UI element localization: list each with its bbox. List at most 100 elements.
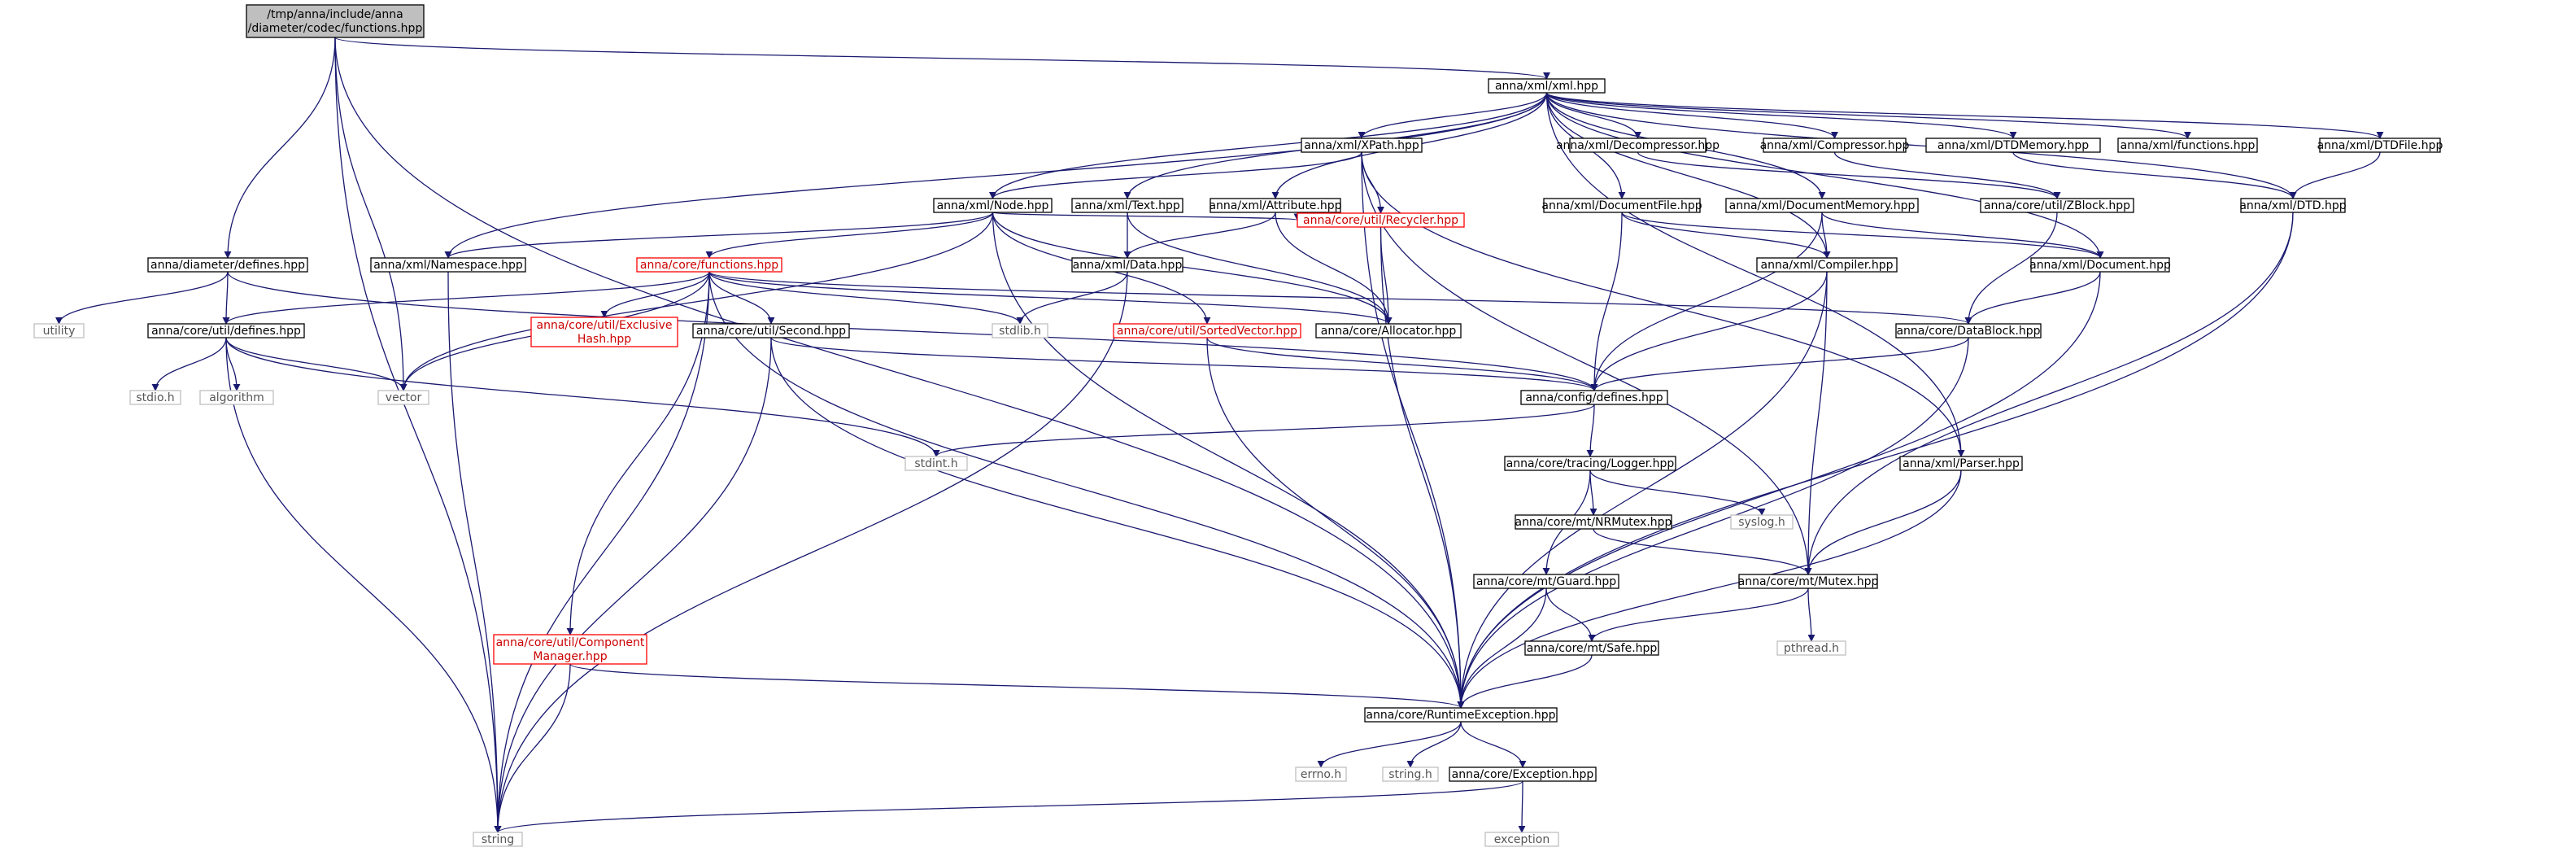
node-box [2319, 138, 2441, 153]
node-anna-core-util-second-hpp[interactable]: anna/core/util/Second.hpp [692, 323, 850, 338]
node-label: anna/xml/Decompressor.hpp [1556, 139, 1720, 152]
edge-rtexc-to-errno [1317, 721, 1462, 768]
edge-utildef-to-vector [225, 337, 408, 391]
node-label: /diameter/codec/functions.hpp [248, 22, 423, 35]
node-anna-core-mt-safe-hpp[interactable]: anna/core/mt/Safe.hpp [1524, 640, 1659, 656]
node-errno-h[interactable]: errno.h [1295, 766, 1347, 782]
node-box [2240, 198, 2346, 213]
edge-corefunc-to-exclhash [600, 271, 710, 318]
node-syslog-h[interactable]: syslog.h [1730, 514, 1794, 530]
edge-docmem-to-compiler [1821, 212, 1831, 259]
node-anna-core-mt-nrmutex-hpp[interactable]: anna/core/mt/NRMutex.hpp [1515, 514, 1672, 530]
node-label: anna/core/util/ZBlock.hpp [1984, 199, 2130, 212]
node-anna-config-defines-hpp[interactable]: anna/config/defines.hpp [1520, 390, 1668, 405]
node-label: Hash.hpp [578, 333, 631, 346]
node-stdint-h[interactable]: stdint.h [904, 456, 968, 471]
node-string[interactable]: string [473, 832, 523, 847]
node-anna-core-util-defines-hpp[interactable]: anna/core/util/defines.hpp [147, 323, 305, 338]
node-box [33, 323, 85, 338]
node-anna-core-util-recycler-hpp[interactable]: anna/core/util/Recycler.hpp [1297, 212, 1465, 228]
node-anna-xml-documentmemory-hpp[interactable]: anna/xml/DocumentMemory.hpp [1725, 198, 1919, 213]
node-vector[interactable]: vector [377, 390, 429, 405]
node-label: anna/core/mt/NRMutex.hpp [1515, 516, 1672, 529]
edge-safe-to-rtexc [1457, 654, 1593, 709]
node-anna-xml-text-hpp[interactable]: anna/xml/Text.hpp [1071, 198, 1183, 213]
node-box [493, 634, 647, 665]
node-label: anna/xml/Compiler.hpp [1761, 259, 1894, 272]
node-box [1295, 766, 1347, 782]
edge-corefunc-to-second [708, 271, 775, 325]
node-anna-xml-parser-hpp[interactable]: anna/xml/Parser.hpp [1899, 456, 2023, 471]
edge-configdef-to-stdint [932, 404, 1595, 457]
edge-node-to-recycler [992, 212, 1301, 221]
node-utility[interactable]: utility [33, 323, 85, 338]
node-anna-xml-dtdfile-hpp[interactable]: anna/xml/DTDFile.hpp [2317, 138, 2443, 153]
node-anna-core-functions-hpp[interactable]: anna/core/functions.hpp [636, 257, 782, 273]
node-anna-core-runtimeexception-hpp[interactable]: anna/core/RuntimeException.hpp [1364, 707, 1558, 723]
node-anna-xml-decompressor-hpp[interactable]: anna/xml/Decompressor.hpp [1556, 138, 1720, 153]
node-label: anna/core/util/Recycler.hpp [1303, 214, 1458, 227]
edge-comp-to-zblock [1833, 151, 2061, 199]
node-anna-diameter-defines-hpp[interactable]: anna/diameter/defines.hpp [147, 257, 308, 273]
node-anna-xml-functions-hpp[interactable]: anna/xml/functions.hpp [2117, 138, 2258, 153]
edge-second-to-rtexc [770, 337, 1465, 709]
edge-datablock-to-rtexc [1457, 337, 1969, 709]
edge-compiler-to-rtexc [1457, 271, 1828, 709]
node-stdlib-h[interactable]: stdlib.h [992, 323, 1048, 338]
edge-guard-to-rtexc [1457, 587, 1547, 709]
node-stdio-h[interactable]: stdio.h [129, 390, 181, 405]
node-box [1504, 456, 1676, 471]
node-label: /tmp/anna/include/anna [267, 8, 403, 21]
node-box [1071, 257, 1183, 273]
node-anna-xml-xpath-hpp[interactable]: anna/xml/XPath.hpp [1301, 138, 1423, 153]
node-box [1071, 198, 1183, 213]
edge-compiler-to-configdef [1590, 271, 1828, 391]
node-label: anna/xml/Node.hpp [937, 199, 1049, 212]
node-string-h[interactable]: string.h [1382, 766, 1439, 782]
node-anna-core-util-sortedvector-hpp[interactable]: anna/core/util/SortedVector.hpp [1113, 323, 1301, 338]
edge-document-to-rtexc [1457, 271, 2101, 709]
node-box [1569, 138, 1706, 153]
edge-attr-to-allocator [1275, 212, 1393, 325]
node-label: anna/core/DataBlock.hpp [1896, 325, 2040, 338]
node-label: anna/xml/Attribute.hpp [1209, 199, 1341, 212]
node-anna-core-exception-hpp[interactable]: anna/core/Exception.hpp [1449, 766, 1597, 782]
node-tmp-anna-include-anna-diameter-codec-functions-hpp[interactable]: /tmp/anna/include/anna/diameter/codec/fu… [246, 4, 425, 38]
node-anna-xml-dtd-hpp[interactable]: anna/xml/DTD.hpp [2239, 198, 2347, 213]
node-anna-core-tracing-logger-hpp[interactable]: anna/core/tracing/Logger.hpp [1504, 456, 1676, 471]
node-anna-core-allocator-hpp[interactable]: anna/core/Allocator.hpp [1315, 323, 1462, 338]
node-anna-core-mt-guard-hpp[interactable]: anna/core/mt/Guard.hpp [1473, 574, 1619, 589]
edge-xml-to-dtd [1545, 92, 2297, 199]
node-label: anna/core/Exception.hpp [1452, 768, 1594, 781]
node-anna-xml-compiler-hpp[interactable]: anna/xml/Compiler.hpp [1756, 257, 1898, 273]
edge-corefunc-to-string [494, 271, 710, 833]
node-anna-xml-compressor-hpp[interactable]: anna/xml/Compressor.hpp [1760, 138, 1910, 153]
node-anna-xml-node-hpp[interactable]: anna/xml/Node.hpp [933, 198, 1053, 213]
edge-rtexc-to-exception_hpp [1460, 721, 1527, 768]
node-anna-core-util-zblock-hpp[interactable]: anna/core/util/ZBlock.hpp [1980, 198, 2134, 213]
node-box [2117, 138, 2258, 153]
node-anna-xml-document-hpp[interactable]: anna/xml/Document.hpp [2029, 257, 2171, 273]
node-anna-core-datablock-hpp[interactable]: anna/core/DataBlock.hpp [1895, 323, 2042, 338]
edge-text-to-allocator [1127, 212, 1393, 325]
nodes-layer: /tmp/anna/include/anna/diameter/codec/fu… [33, 4, 2443, 847]
node-anna-xml-dtdmemory-hpp[interactable]: anna/xml/DTDMemory.hpp [1925, 138, 2101, 153]
node-label: anna/core/RuntimeException.hpp [1366, 709, 1555, 722]
edge-sortedvec-to-rtexc [1206, 337, 1465, 709]
node-label: anna/core/functions.hpp [640, 259, 778, 272]
node-anna-xml-documentfile-hpp[interactable]: anna/xml/DocumentFile.hpp [1541, 198, 1702, 213]
node-box [692, 323, 850, 338]
edge-second-to-string [494, 337, 772, 833]
node-pthread-h[interactable]: pthread.h [1776, 640, 1846, 656]
node-algorithm[interactable]: algorithm [199, 390, 274, 405]
node-box [636, 257, 782, 273]
node-exception[interactable]: exception [1484, 832, 1559, 847]
node-anna-xml-data-hpp[interactable]: anna/xml/Data.hpp [1071, 257, 1183, 273]
node-anna-xml-attribute-hpp[interactable]: anna/xml/Attribute.hpp [1209, 198, 1342, 213]
node-anna-core-mt-mutex-hpp[interactable]: anna/core/mt/Mutex.hpp [1738, 574, 1879, 589]
node-box [1899, 456, 2023, 471]
node-anna-xml-namespace-hpp[interactable]: anna/xml/Namespace.hpp [370, 257, 526, 273]
node-anna-xml-xml-hpp[interactable]: anna/xml/xml.hpp [1488, 78, 1606, 94]
